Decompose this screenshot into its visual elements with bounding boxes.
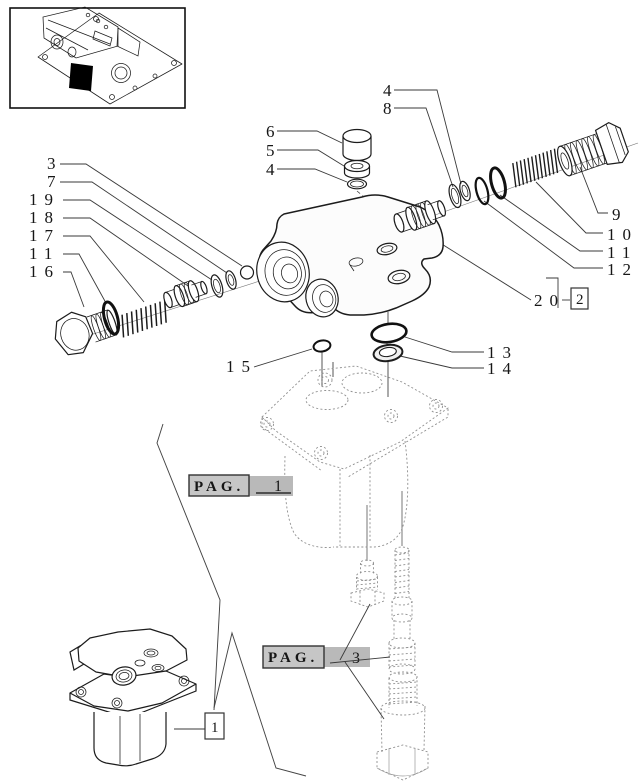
cap-6 <box>342 128 372 162</box>
oring-4-mid <box>346 178 368 190</box>
oring-11-right <box>489 166 507 200</box>
inset-overview-box <box>9 6 186 109</box>
callout-12: 12 <box>607 260 638 279</box>
ball-3 <box>239 265 255 280</box>
context-reference-lines <box>156 423 307 777</box>
callout-4-mid: 4 <box>266 160 275 179</box>
spool-20 <box>393 200 446 233</box>
spring-10 <box>512 148 559 188</box>
pag1-label: PAG. <box>194 479 244 495</box>
callout-11-left: 11 <box>29 244 59 263</box>
ghost-union-bottom <box>376 671 429 781</box>
pag3-label: PAG. <box>268 650 318 666</box>
callout-18: 18 <box>29 208 60 227</box>
figure-1-assembly <box>69 628 197 767</box>
spool-18 <box>163 280 208 309</box>
callout-13: 13 <box>487 343 518 362</box>
page-ref-pag1[interactable]: PAG. 1 <box>188 474 293 497</box>
callout-8: 8 <box>383 99 392 118</box>
ghost-fitting-small <box>350 559 385 608</box>
ghost-threaded-stem <box>388 546 416 675</box>
page-ref-pag3[interactable]: PAG. 3 <box>262 603 391 720</box>
spring-17 <box>121 299 167 338</box>
callout-16: 16 <box>29 262 60 281</box>
callout-10: 10 <box>607 225 638 244</box>
callout-20: 20 <box>534 291 565 310</box>
oring-12 <box>474 176 490 206</box>
pag3-page-number: 3 <box>352 650 360 667</box>
plug-9 <box>556 122 629 177</box>
washer-8 <box>448 183 462 209</box>
valve-body <box>256 194 444 318</box>
ref-box-2[interactable]: 2 <box>570 287 589 310</box>
ref-box-1[interactable]: 1 <box>204 712 225 740</box>
seal-14 <box>372 343 404 363</box>
callout-3: 3 <box>47 154 56 173</box>
callout-17: 17 <box>29 226 60 245</box>
oring-11-left <box>101 300 121 336</box>
callout-numbers: 3 7 19 18 17 11 16 6 5 4 4 8 9 10 11 12 … <box>29 81 638 378</box>
ref-box-1-number: 1 <box>211 720 219 736</box>
oring-13 <box>370 322 408 344</box>
oring-15 <box>312 339 332 353</box>
ring-7 <box>225 270 237 290</box>
callout-5: 5 <box>266 141 275 160</box>
ring-4-right <box>459 180 471 202</box>
inset-cover-drawing <box>37 6 183 105</box>
callout-19: 19 <box>29 190 60 209</box>
callout-15: 15 <box>226 357 257 376</box>
ghost-valve-body <box>260 365 449 548</box>
callout-14: 14 <box>487 359 518 378</box>
callout-6: 6 <box>266 122 275 141</box>
pag1-page-number: 1 <box>274 478 282 495</box>
callout-7: 7 <box>47 172 56 191</box>
leader-lines <box>60 89 608 730</box>
callout-4-top: 4 <box>383 81 392 100</box>
callout-9: 9 <box>612 205 621 224</box>
ref-box-2-number: 2 <box>576 292 584 308</box>
inset-highlight-region <box>69 63 93 91</box>
washer-19 <box>210 274 224 298</box>
nut-5 <box>343 159 371 179</box>
callout-11-right: 11 <box>607 243 637 262</box>
